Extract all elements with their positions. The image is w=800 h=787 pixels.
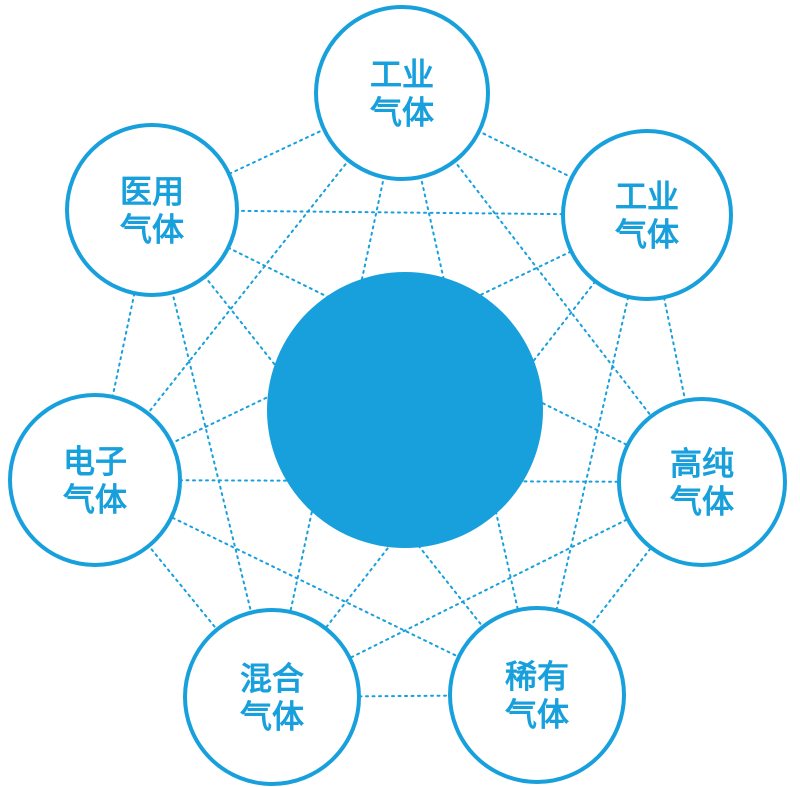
node-circle-high-purity-gas bbox=[617, 397, 787, 567]
node-high-purity-gas: 高纯气体 bbox=[617, 397, 787, 567]
node-label-line1-industrial-gas-right: 工业 bbox=[615, 178, 679, 216]
node-medical-gas: 医用气体 bbox=[65, 123, 239, 297]
node-label-industrial-gas-right: 工业气体 bbox=[615, 178, 679, 254]
node-electronic-gas: 电子气体 bbox=[8, 393, 182, 567]
node-label-line2-industrial-gas-top: 气体 bbox=[370, 94, 434, 132]
node-label-line1-electronic-gas: 电子 bbox=[63, 443, 127, 481]
node-label-line2-electronic-gas: 气体 bbox=[63, 481, 127, 519]
node-label-industrial-gas-top: 工业气体 bbox=[370, 56, 434, 132]
node-rare-gas: 稀有气体 bbox=[448, 606, 626, 784]
node-circle-industrial-gas-right bbox=[561, 129, 733, 301]
node-label-line1-mixed-gas: 混合 bbox=[240, 660, 304, 698]
node-label-high-purity-gas: 高纯气体 bbox=[670, 445, 734, 521]
node-label-line1-medical-gas: 医用 bbox=[120, 173, 184, 211]
node-industrial-gas-top: 工业气体 bbox=[314, 5, 490, 181]
node-circle-mixed-gas bbox=[183, 608, 361, 786]
node-mixed-gas: 混合气体 bbox=[183, 608, 361, 786]
node-label-line1-high-purity-gas: 高纯 bbox=[670, 445, 734, 483]
node-label-line2-medical-gas: 气体 bbox=[120, 211, 184, 249]
node-circle-rare-gas bbox=[448, 606, 626, 784]
node-circle-medical-gas bbox=[65, 123, 239, 297]
node-label-line1-industrial-gas-top: 工业 bbox=[370, 56, 434, 94]
node-label-medical-gas: 医用气体 bbox=[120, 173, 184, 249]
edge-line-industrial-gas-top-mixed-gas bbox=[271, 92, 403, 698]
node-label-line2-rare-gas: 气体 bbox=[505, 696, 569, 734]
node-label-line2-high-purity-gas: 气体 bbox=[670, 483, 734, 521]
node-label-mixed-gas: 混合气体 bbox=[240, 660, 304, 736]
node-label-rare-gas: 稀有气体 bbox=[505, 658, 569, 734]
node-label-line2-mixed-gas: 气体 bbox=[240, 698, 304, 736]
node-circle-electronic-gas bbox=[8, 393, 182, 567]
node-label-electronic-gas: 电子气体 bbox=[63, 443, 127, 519]
edge-line-industrial-gas-right-medical-gas bbox=[151, 209, 648, 216]
node-label-line1-rare-gas: 稀有 bbox=[505, 658, 569, 696]
center-hub-circle bbox=[267, 272, 543, 548]
node-circle-industrial-gas-top bbox=[314, 5, 490, 181]
node-label-line2-industrial-gas-right: 气体 bbox=[615, 216, 679, 254]
edge-line-rare-gas-medical-gas bbox=[151, 209, 538, 696]
node-industrial-gas-right: 工业气体 bbox=[561, 129, 733, 301]
